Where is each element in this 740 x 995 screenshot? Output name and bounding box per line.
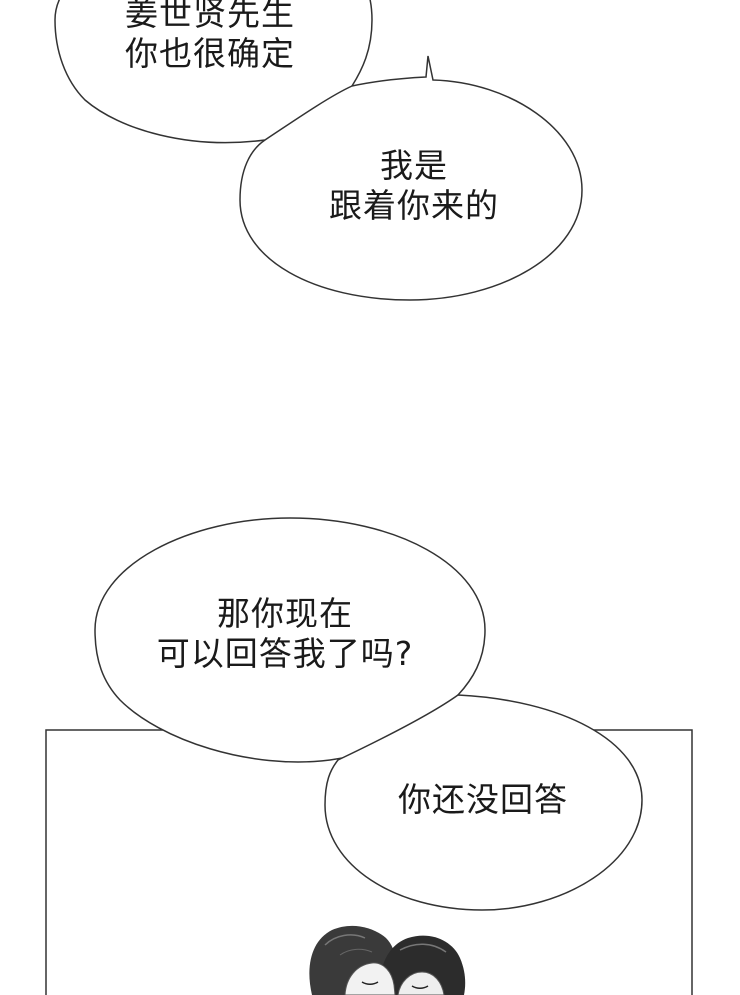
bubble-2-line-1: 我是 (380, 146, 448, 185)
speech-bubble-4 (324, 694, 643, 911)
bubble-1-line-1: 姜世贤先生 (125, 0, 295, 33)
speech-bubble-4-text: 你还没回答 (383, 780, 583, 820)
characters-illustration (309, 925, 466, 995)
speech-bubble-2 (239, 55, 583, 301)
speech-bubble-1-text: 姜世贤先生 你也很确定 (110, 0, 310, 74)
bubble-1-line-2: 你也很确定 (125, 34, 295, 73)
bubble-3-line-2: 可以回答我了吗? (156, 634, 414, 673)
bubble-4-line-1: 你还没回答 (398, 780, 568, 819)
speech-bubble-2-text: 我是 跟着你来的 (314, 146, 514, 226)
speech-bubble-3-text: 那你现在 可以回答我了吗? (140, 594, 430, 674)
bubble-3-line-1: 那你现在 (217, 594, 353, 633)
speech-bubble-3 (94, 517, 486, 763)
bubble-2-line-2: 跟着你来的 (329, 186, 499, 225)
speech-bubble-1 (54, 0, 373, 144)
